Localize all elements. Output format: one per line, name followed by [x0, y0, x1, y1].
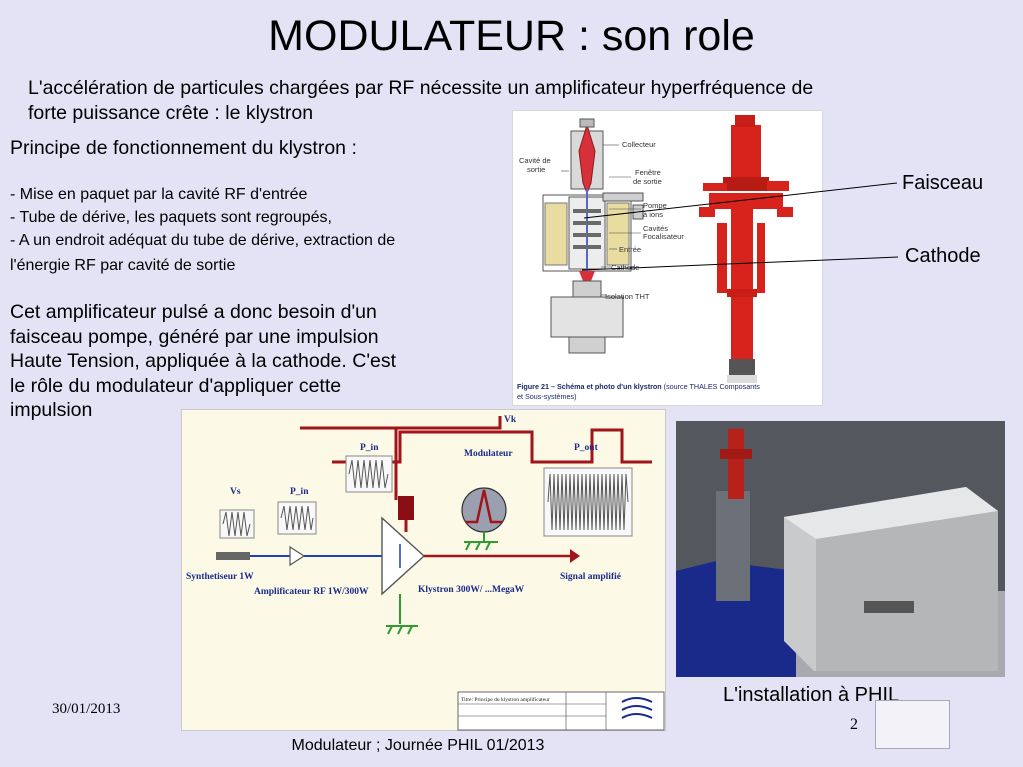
intro-line-1: L'accélération de particules chargées pa…: [28, 77, 814, 99]
pulse-line: Cet amplificateur pulsé a donc besoin d'…: [10, 301, 377, 323]
klystron-photo: [699, 115, 793, 383]
label-fenetre: Fenêtre: [635, 168, 661, 177]
intro-paragraph: L'accélération de particules chargées pa…: [28, 76, 988, 126]
label-vs: Vs: [230, 487, 241, 497]
pulse-line: faisceau pompe, généré par une impulsion: [10, 325, 379, 348]
label-signal: Signal amplifié: [560, 572, 621, 582]
label-cathode: Cathode: [905, 245, 981, 267]
bullet-item: - A un endroit adéquat du tube de dérive…: [10, 232, 396, 249]
label-isolation: Isolation THT: [605, 292, 650, 301]
circuit-schematic: Vk P_in Modulateur P_out Vs P_in Synthet…: [186, 415, 665, 731]
photo-caption: L'installation à PHIL: [723, 684, 900, 706]
circuit-diagram: Vk P_in Modulateur P_out Vs P_in Synthet…: [181, 409, 666, 731]
bullet-item: l'énergie RF par cavité de sortie: [10, 257, 236, 274]
label-amplificateur: Amplificateur RF 1W/300W: [254, 587, 369, 597]
corner-box: [875, 700, 950, 749]
footer-text: Modulateur ; Journée PHIL 01/2013: [291, 737, 545, 754]
label-modulateur: Modulateur: [464, 449, 513, 459]
label-p-out: P_out: [574, 443, 599, 453]
label-focalisateur: Focalisateur: [643, 232, 684, 241]
slide-date: 30/01/2013: [52, 701, 121, 717]
figure-caption-line2: et Sous-systèmes): [517, 392, 577, 401]
svg-text:Figure 21 – Schéma et photo d': Figure 21 – Schéma et photo d'un klystro…: [517, 382, 760, 391]
label-entree: Entrée: [619, 245, 641, 254]
label-cavite-sortie: sortie: [527, 165, 545, 174]
pulse-paragraph: Cet amplificateur pulsé a donc besoin d'…: [10, 300, 490, 423]
pulse-line: impulsion: [10, 399, 93, 421]
pulse-line: Haute Tension, appliquée à la cathode. C…: [10, 350, 397, 372]
lal-logo: [621, 697, 653, 719]
label-p-in-top: P_in: [360, 443, 379, 453]
intro-line-2: forte puissance crête : le klystron: [28, 102, 314, 124]
titleblock-text: Titre: Principe du klystron amplificateu…: [461, 696, 550, 703]
bullet-item: - Tube de dérive, les paquets sont regro…: [10, 209, 332, 226]
figure-caption-rest: (source THALES Composants: [662, 382, 761, 391]
klystron-diagram: Collecteur Cavité de sortie Fenêtre de s…: [517, 115, 793, 401]
principle-heading: Principe de fonctionnement du klystron :: [10, 137, 357, 159]
slide-title: MODULATEUR : son role: [268, 12, 755, 60]
label-cathode-small: Cathode: [611, 263, 639, 272]
label-pompe: à ions: [643, 210, 663, 219]
installation-photo: [676, 421, 1005, 677]
label-collecteur: Collecteur: [622, 140, 656, 149]
page-number: 2: [850, 716, 858, 733]
label-cavite-sortie: Cavité de: [519, 156, 551, 165]
label-synthetiseur: Synthetiseur 1W: [186, 572, 254, 582]
label-klystron: Klystron 300W/ ...MegaW: [418, 585, 525, 595]
label-cavites: Cavités: [643, 224, 668, 233]
installation-render: [676, 421, 1005, 677]
label-fenetre: de sortie: [633, 177, 662, 186]
label-faisceau: Faisceau: [902, 172, 984, 194]
label-p-in-left: P_in: [290, 487, 309, 497]
klystron-figure: Collecteur Cavité de sortie Fenêtre de s…: [512, 110, 823, 406]
label-pompe: Pompe: [643, 201, 667, 210]
figure-caption-bold: Figure 21 – Schéma et photo d'un klystro…: [517, 382, 662, 391]
pulse-line: le rôle du modulateur d'appliquer cette: [10, 374, 342, 397]
bullet-item: - Mise en paquet par la cavité RF d'entr…: [10, 186, 308, 203]
label-vk: Vk: [504, 415, 517, 425]
